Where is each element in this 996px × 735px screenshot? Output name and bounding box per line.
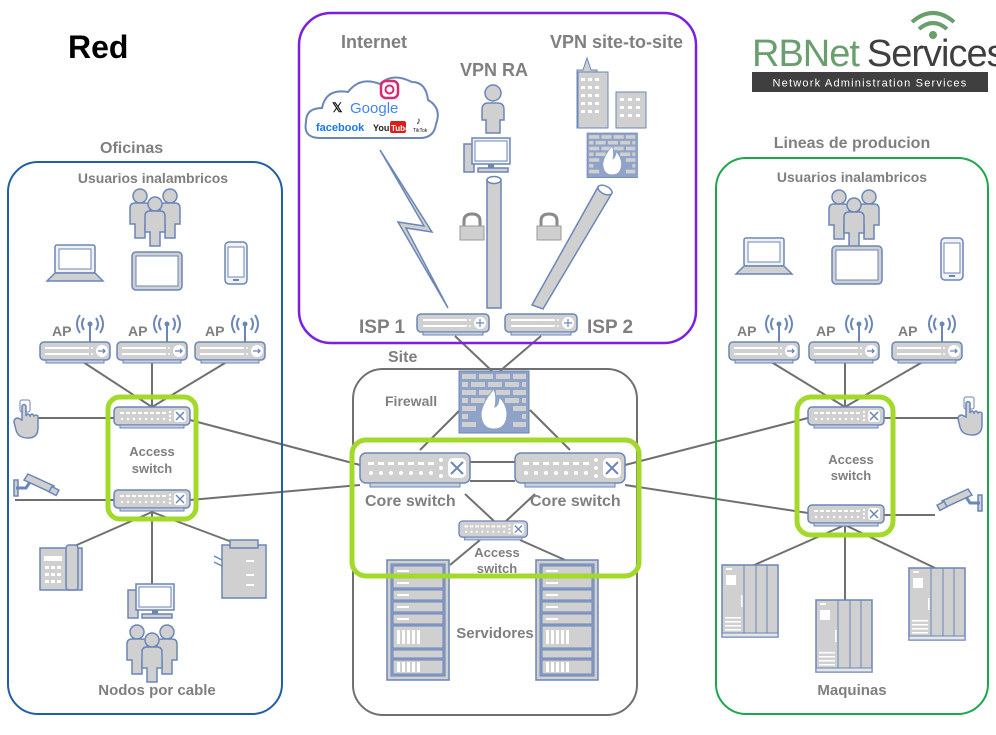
highlight-frames — [105, 394, 896, 579]
desktop-pc-icon — [127, 583, 175, 619]
produccion-access-switch-label-2: switch — [831, 468, 872, 483]
site-access-switch-label-2: switch — [477, 561, 518, 576]
site-label: Site — [388, 349, 417, 366]
laptop-icon — [46, 244, 104, 282]
access-point[interactable] — [39, 314, 111, 364]
svg-text:Tube: Tube — [391, 124, 410, 133]
touch-terminal-icon — [13, 399, 39, 439]
svg-text:You: You — [373, 123, 389, 133]
logo-name-part1: RBNet — [752, 33, 860, 75]
core-switch-2-label: Core switch — [530, 493, 621, 510]
phone-icon — [940, 237, 964, 281]
oficinas-wireless-users-label: Usuarios inalambricos — [78, 170, 228, 186]
logo-tagline: Network Administration Services — [773, 78, 968, 90]
svg-text:Google: Google — [350, 100, 398, 117]
core-switch-1-label: Core switch — [365, 493, 456, 510]
machine-icon — [908, 567, 966, 641]
machines-label: Maquinas — [817, 682, 886, 699]
produccion-access-switch-label-1: Access — [828, 452, 874, 467]
svg-text:facebook: facebook — [316, 122, 365, 134]
site-access-switch[interactable] — [458, 520, 529, 541]
oficinas-ap-label-2: AP — [128, 323, 147, 339]
machine-icon — [815, 599, 873, 673]
isp2-label: ISP 2 — [587, 317, 633, 338]
produccion-label: Lineas de producion — [774, 135, 930, 152]
oficinas-access-switch-label-2: switch — [132, 461, 173, 476]
youtube-icon — [390, 121, 406, 133]
produccion-access-switch-1[interactable] — [807, 406, 885, 429]
vpn-ra-label: VPN RA — [460, 60, 528, 80]
oficinas-zone: Oficinas Usuarios inalambricos AP AP AP … — [7, 140, 283, 715]
lock-icon — [458, 212, 486, 242]
tablet-icon — [831, 245, 883, 285]
lock-icon — [535, 212, 563, 242]
diagram-title: Red — [68, 29, 128, 65]
machine-icon — [721, 564, 779, 638]
internet-label: Internet — [341, 32, 407, 52]
oficinas-access-switch-2[interactable] — [113, 489, 191, 512]
vpn-s2s-label: VPN site-to-site — [550, 32, 683, 52]
oficinas-ap-label-3: AP — [205, 323, 224, 339]
oficinas-access-switch-label-1: Access — [129, 444, 175, 459]
vpn-ra-tunnel — [486, 175, 502, 309]
firewall-icon[interactable] — [458, 370, 530, 434]
x-logo-icon: 𝕏 — [332, 100, 343, 115]
oficinas-ap-label-1: AP — [52, 323, 71, 339]
tablet-icon — [131, 251, 183, 291]
site-access-switch-label-1: Access — [474, 545, 520, 560]
phone-icon — [224, 241, 248, 285]
isp1-label: ISP 1 — [359, 317, 406, 338]
security-camera-icon — [935, 487, 984, 513]
internet-zone: Internet VPN RA VPN site-to-site 𝕏 Googl… — [297, 11, 698, 345]
security-camera-icon — [12, 472, 61, 498]
wifi-icon — [910, 11, 956, 39]
tiktok-icon: ♪ — [416, 116, 421, 127]
produccion-ap-label-2: AP — [816, 323, 835, 339]
oficinas-access-switch-1[interactable] — [113, 406, 191, 429]
oficinas-access-highlight — [105, 394, 199, 522]
instagram-icon — [379, 79, 400, 100]
remote-pc-icon — [463, 137, 511, 173]
wired-nodes-label: Nodos por cable — [98, 682, 216, 699]
printer-icon — [213, 539, 267, 599]
oficinas-label: Oficinas — [100, 140, 163, 157]
wired-users-icon — [126, 624, 178, 683]
remote-site-buildings-icon — [576, 56, 647, 129]
produccion-access-switch-2[interactable] — [807, 504, 885, 527]
remote-firewall-icon — [586, 132, 638, 178]
internet-lightning-link-icon — [379, 149, 449, 309]
isp1-router[interactable] — [416, 313, 490, 336]
produccion-wireless-users-label: Usuarios inalambricos — [777, 169, 927, 185]
svg-text:TikTok: TikTok — [413, 128, 428, 134]
firewall-label: Firewall — [385, 393, 437, 409]
site-zone: Site Firewall Core switch Core switch Ac… — [352, 349, 638, 716]
logo-name-part2: Services — [867, 33, 996, 75]
produccion-ap-label-1: AP — [737, 323, 756, 339]
wireless-users-icon — [828, 189, 880, 248]
internet-cloud-icon: 𝕏 Google facebook You Tube ♪ TikTok — [304, 76, 439, 139]
touch-terminal-icon — [957, 396, 983, 436]
remote-user-icon — [481, 84, 505, 134]
isp2-router[interactable] — [504, 313, 578, 336]
produccion-zone: Lineas de producion Usuarios inalambrico… — [715, 135, 989, 715]
produccion-ap-label-3: AP — [898, 323, 917, 339]
laptop-icon — [735, 237, 793, 275]
core-switch-1[interactable] — [359, 452, 471, 488]
site-core-highlight — [349, 437, 642, 579]
vpn-s2s-tunnel — [530, 184, 614, 310]
servers-label: Servidores — [456, 625, 534, 642]
core-switch-2[interactable] — [514, 452, 626, 488]
produccion-access-highlight — [794, 394, 896, 538]
desk-phone-icon — [39, 544, 83, 591]
wireless-users-icon — [129, 188, 181, 247]
